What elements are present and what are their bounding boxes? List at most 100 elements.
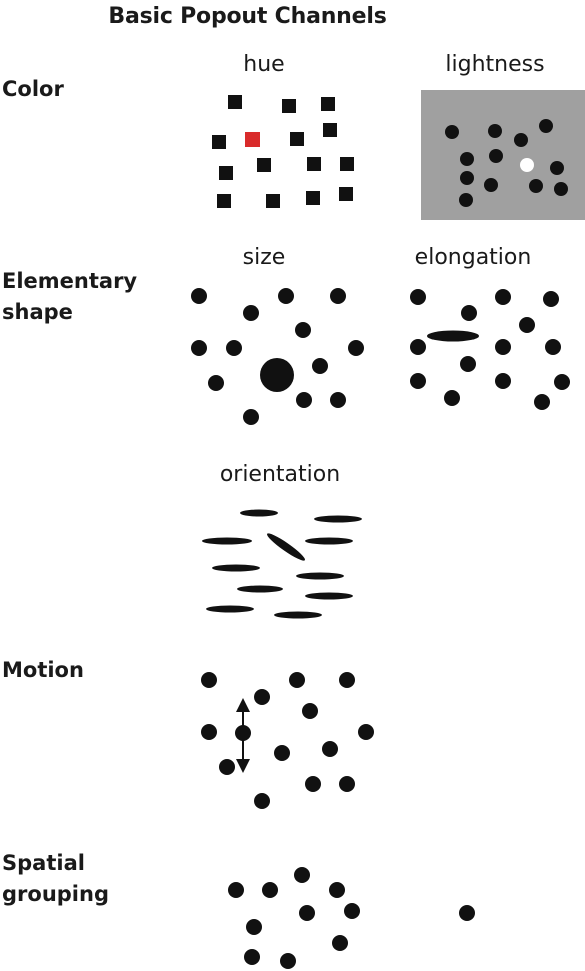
panel-label-hue: hue [243,52,285,77]
motion-dot [339,672,355,688]
elongation-dot [495,289,511,305]
size-dot [312,358,328,374]
hue-square [290,132,304,146]
grouping-dot [228,882,244,898]
size-dot [278,288,294,304]
elongation-dot [410,373,426,389]
hue-square [339,187,353,201]
hue-square [307,157,321,171]
grouping-dot [246,919,262,935]
elongation-dot [444,390,460,406]
size-panel [191,288,364,425]
panel-label-size: size [242,245,286,270]
size-dot [243,305,259,321]
orientation-target-ellipse [267,533,305,561]
row-label-color: Color [2,77,64,101]
orientation-ellipse [212,564,260,572]
lightness-panel [421,90,585,220]
lightness-dot [460,171,474,185]
motion-dot [305,776,321,792]
lightness-dot [445,125,459,139]
grouping-dot [299,905,315,921]
hue-square [217,194,231,208]
size-dot [330,288,346,304]
motion-dot [358,724,374,740]
motion-dot [289,672,305,688]
lightness-dot [529,179,543,193]
lightness-dot [539,119,553,133]
grouping-dot [294,867,310,883]
motion-dot [219,759,235,775]
size-dot [208,375,224,391]
size-dot [191,288,207,304]
lightness-dot [459,193,473,207]
elongation-dot [410,289,426,305]
elongation-panel [410,289,570,410]
elongation-target-ellipse [427,330,479,342]
orientation-ellipse [237,585,283,593]
hue-square [257,158,271,172]
lightness-dot [514,133,528,147]
lightness-dot [489,149,503,163]
motion-dot [201,724,217,740]
orientation-panel [202,509,362,619]
motion-dot [274,745,290,761]
panel-label-lightness: lightness [445,52,545,77]
spatial-grouping-panel [228,867,475,969]
row-label-spatial-grouping: Spatial grouping [2,851,109,906]
hue-square [282,99,296,113]
grouping-isolated-dot [459,905,475,921]
size-dot [226,340,242,356]
orientation-ellipse [206,605,254,613]
size-dot [243,409,259,425]
elongation-dot [519,317,535,333]
elongation-dot [495,373,511,389]
lightness-dot [460,152,474,166]
grouping-dot [332,935,348,951]
motion-dot [254,793,270,809]
orientation-ellipse [314,515,362,523]
hue-square [340,157,354,171]
row-label-motion: Motion [2,658,84,682]
size-target-dot [260,358,294,392]
size-dot [191,340,207,356]
lightness-background [421,90,585,220]
elongation-dot [534,394,550,410]
size-dot [295,322,311,338]
lightness-dot [550,161,564,175]
motion-dot [322,741,338,757]
motion-dot [254,689,270,705]
orientation-ellipse [305,537,353,545]
orientation-ellipse [274,611,322,619]
size-dot [296,392,312,408]
hue-square [306,191,320,205]
grouping-dot [262,882,278,898]
orientation-ellipse [296,572,344,580]
size-dot [330,392,346,408]
row-label-elementary-shape: Elementary shape [2,269,138,324]
grouping-dot [344,903,360,919]
elongation-dot [461,305,477,321]
elongation-dot [554,374,570,390]
lightness-dot [554,182,568,196]
grouping-dot [329,882,345,898]
orientation-ellipse [202,537,252,545]
motion-dot [339,776,355,792]
lightness-dot [488,124,502,138]
hue-square [321,97,335,111]
hue-square [212,135,226,149]
elongation-dot [460,356,476,372]
hue-square [266,194,280,208]
hue-target-square [245,132,260,147]
grouping-dot [244,949,260,965]
hue-panel [212,95,354,208]
grouping-dot [280,953,296,969]
lightness-dot [484,178,498,192]
motion-dot [302,703,318,719]
figure-title: Basic Popout Channels [108,4,387,29]
hue-square [228,95,242,109]
elongation-dot [543,291,559,307]
elongation-dot [495,339,511,355]
panel-label-orientation: orientation [219,462,341,487]
